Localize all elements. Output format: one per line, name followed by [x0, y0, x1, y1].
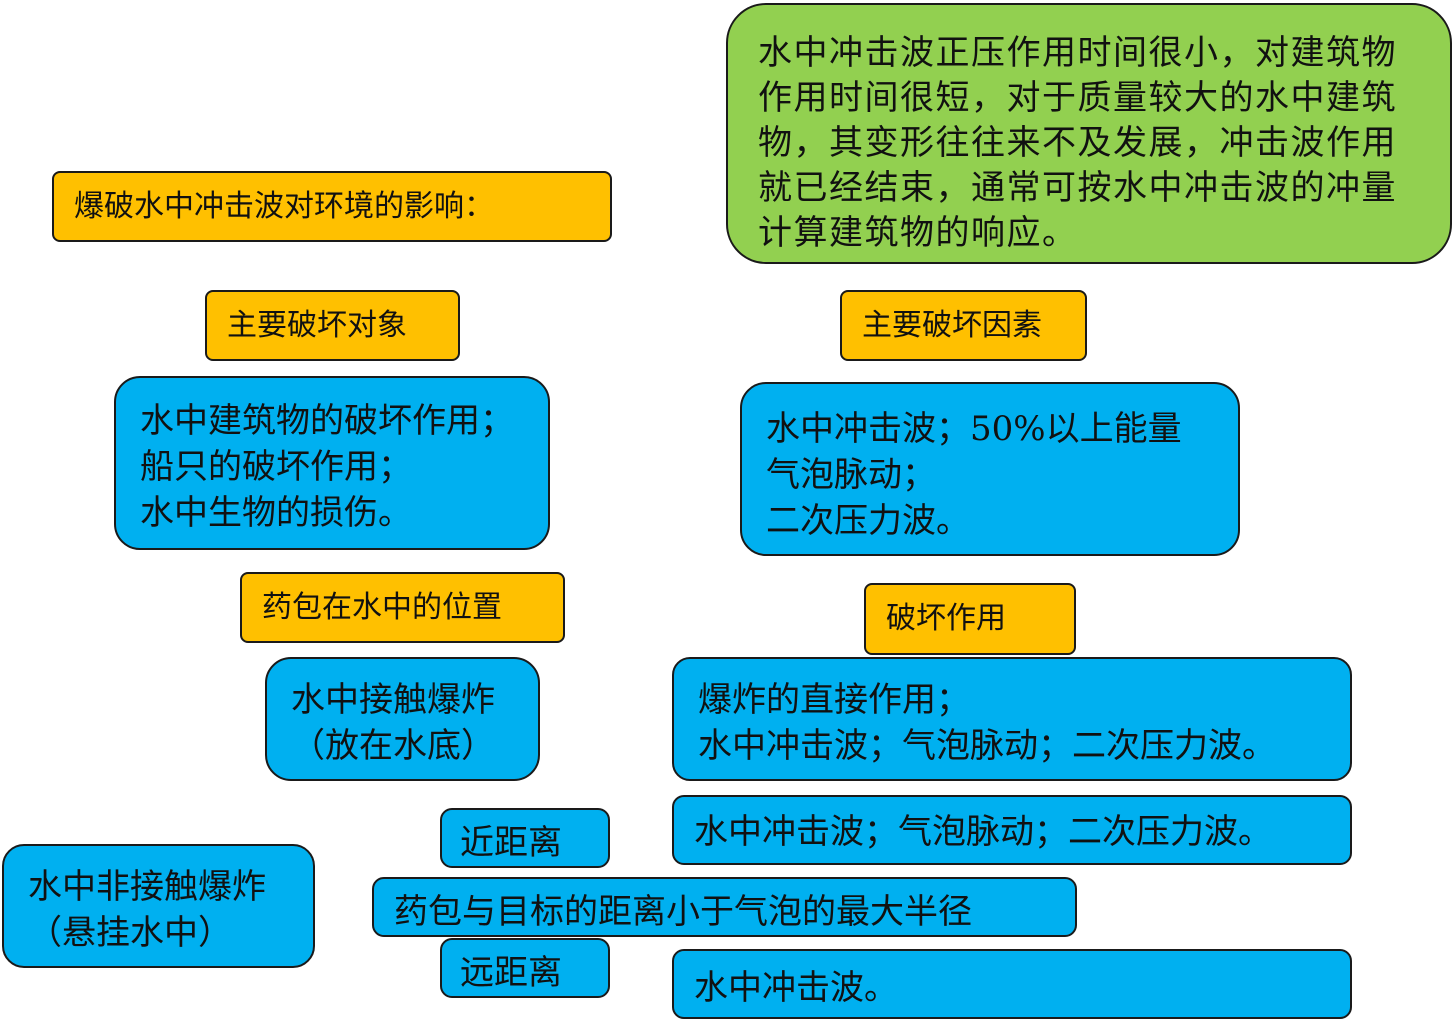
factor-item: 气泡脉动； — [766, 455, 936, 495]
factor-item: 水中冲击波；50%以上能量 — [766, 409, 1182, 449]
contact-explosion-box: 水中接触爆炸 （放在水底） — [265, 657, 540, 781]
position-header: 药包在水中的位置 — [240, 572, 565, 643]
target-item: 水中建筑物的破坏作用； — [140, 401, 514, 441]
contact-effect-item: 爆炸的直接作用； — [698, 680, 970, 720]
diagram-title-text: 爆破水中冲击波对环境的影响： — [74, 188, 494, 224]
factors-header-text: 主要破坏因素 — [862, 307, 1042, 343]
contact-effect-item: 水中冲击波；气泡脉动；二次压力波。 — [698, 726, 1276, 766]
contact-effects-box: 爆炸的直接作用； 水中冲击波；气泡脉动；二次压力波。 — [672, 657, 1352, 781]
effects-header: 破坏作用 — [864, 583, 1076, 655]
near-distance-box: 近距离 — [440, 808, 610, 868]
target-item: 船只的破坏作用； — [140, 447, 412, 487]
far-effect-text: 水中冲击波。 — [694, 968, 898, 1008]
contact-explosion-label: 水中接触爆炸 — [291, 680, 495, 720]
far-distance-box: 远距离 — [440, 938, 610, 998]
effects-header-text: 破坏作用 — [886, 601, 1006, 636]
factor-item: 二次压力波。 — [766, 501, 970, 541]
targets-header: 主要破坏对象 — [205, 290, 460, 361]
target-item: 水中生物的损伤。 — [140, 493, 412, 533]
near-effect-text: 水中冲击波；气泡脉动；二次压力波。 — [694, 812, 1272, 852]
noncontact-explosion-note: （悬挂水中） — [28, 913, 232, 953]
position-header-text: 药包在水中的位置 — [262, 589, 502, 625]
near-effect-box: 水中冲击波；气泡脉动；二次压力波。 — [672, 795, 1352, 865]
far-distance-label: 远距离 — [460, 953, 562, 993]
note-box: 水中冲击波正压作用时间很小，对建筑物作用时间很短，对于质量较大的水中建筑物，其变… — [726, 3, 1452, 264]
contact-explosion-note: （放在水底） — [291, 726, 495, 766]
note-text: 水中冲击波正压作用时间很小，对建筑物作用时间很短，对于质量较大的水中建筑物，其变… — [758, 33, 1397, 253]
distance-condition-box: 药包与目标的距离小于气泡的最大半径 — [372, 877, 1077, 937]
factors-header: 主要破坏因素 — [840, 290, 1087, 361]
far-effect-box: 水中冲击波。 — [672, 949, 1352, 1019]
targets-box: 水中建筑物的破坏作用； 船只的破坏作用； 水中生物的损伤。 — [114, 376, 550, 550]
diagram-title: 爆破水中冲击波对环境的影响： — [52, 171, 612, 242]
distance-condition-text: 药包与目标的距离小于气泡的最大半径 — [394, 892, 972, 932]
factors-box: 水中冲击波；50%以上能量 气泡脉动； 二次压力波。 — [740, 382, 1240, 556]
noncontact-explosion-label: 水中非接触爆炸 — [28, 867, 266, 907]
noncontact-explosion-box: 水中非接触爆炸 （悬挂水中） — [2, 844, 315, 968]
targets-header-text: 主要破坏对象 — [227, 307, 407, 343]
near-distance-label: 近距离 — [460, 823, 562, 863]
